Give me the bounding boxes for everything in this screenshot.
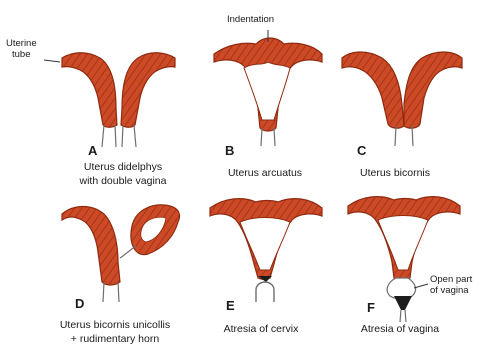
panel-b-letter: B: [225, 143, 234, 158]
panel-d-caption-line2: + rudimentary horn: [30, 332, 200, 346]
panel-d-main-horn: [62, 207, 120, 286]
indentation-label: Indentation: [227, 14, 274, 25]
panel-e-diagram: [210, 199, 322, 302]
panel-f-letter: F: [367, 300, 375, 315]
uterine-tube-pointer: [44, 60, 60, 62]
panel-f-caption: Atresia of vagina: [342, 322, 458, 336]
open-part-label: Open part of vagina: [430, 274, 472, 296]
panel-c-caption: Uterus bicornis: [340, 166, 450, 180]
panel-f-cavity: [378, 216, 428, 271]
panel-c-left-horn: [342, 52, 404, 128]
panel-a-left-horn: [62, 53, 117, 128]
uterine-tube-label: Uterine tube: [6, 38, 37, 60]
panel-a-caption-line2: with double vagina: [60, 174, 186, 188]
panel-a-letter: A: [88, 143, 97, 158]
panel-a-right-horn: [121, 53, 175, 128]
panel-f-caption-line1: Atresia of vagina: [342, 322, 458, 336]
panel-d-diagram: [62, 205, 180, 302]
panel-c-right-horn: [404, 52, 462, 128]
panel-a-double-vagina: [102, 125, 136, 147]
panel-b-caption: Uterus arcuatus: [210, 166, 320, 180]
panel-f-atretic-vagina: [394, 296, 412, 310]
panel-d-letter: D: [75, 296, 84, 311]
panel-c-diagram: [342, 52, 462, 146]
panel-b-diagram: [214, 30, 322, 146]
panel-a-caption-line1: Uterus didelphys: [60, 160, 186, 174]
panel-d-caption-line1: Uterus bicornis unicollis: [30, 318, 200, 332]
uterine-tube-label-line2: tube: [6, 49, 37, 60]
open-part-label-line1: Open part: [430, 274, 472, 285]
panel-b-cavity: [244, 62, 290, 120]
panel-c-letter: C: [357, 143, 366, 158]
panel-f-open-vagina: [387, 278, 415, 299]
panel-e-caption: Atresia of cervix: [206, 322, 316, 336]
uterine-tube-label-line1: Uterine: [6, 38, 37, 49]
panel-e-letter: E: [226, 298, 235, 313]
panel-e-vagina: [256, 282, 274, 302]
panel-f-vagina-stub: [400, 310, 406, 322]
panel-d-connecting-band: [120, 246, 136, 258]
panel-d-caption: Uterus bicornis unicollis + rudimentary …: [30, 318, 200, 346]
panel-c-vagina: [395, 126, 413, 146]
panel-c-caption-line1: Uterus bicornis: [340, 166, 450, 180]
open-part-label-line2: of vagina: [430, 285, 472, 296]
panel-b-caption-line1: Uterus arcuatus: [210, 166, 320, 180]
panel-a-diagram: [62, 53, 175, 147]
panel-e-caption-line1: Atresia of cervix: [206, 322, 316, 336]
panel-f-diagram: [348, 197, 460, 322]
panel-f-open-part-pointer: [414, 284, 428, 288]
panel-a-caption: Uterus didelphys with double vagina: [60, 160, 186, 188]
